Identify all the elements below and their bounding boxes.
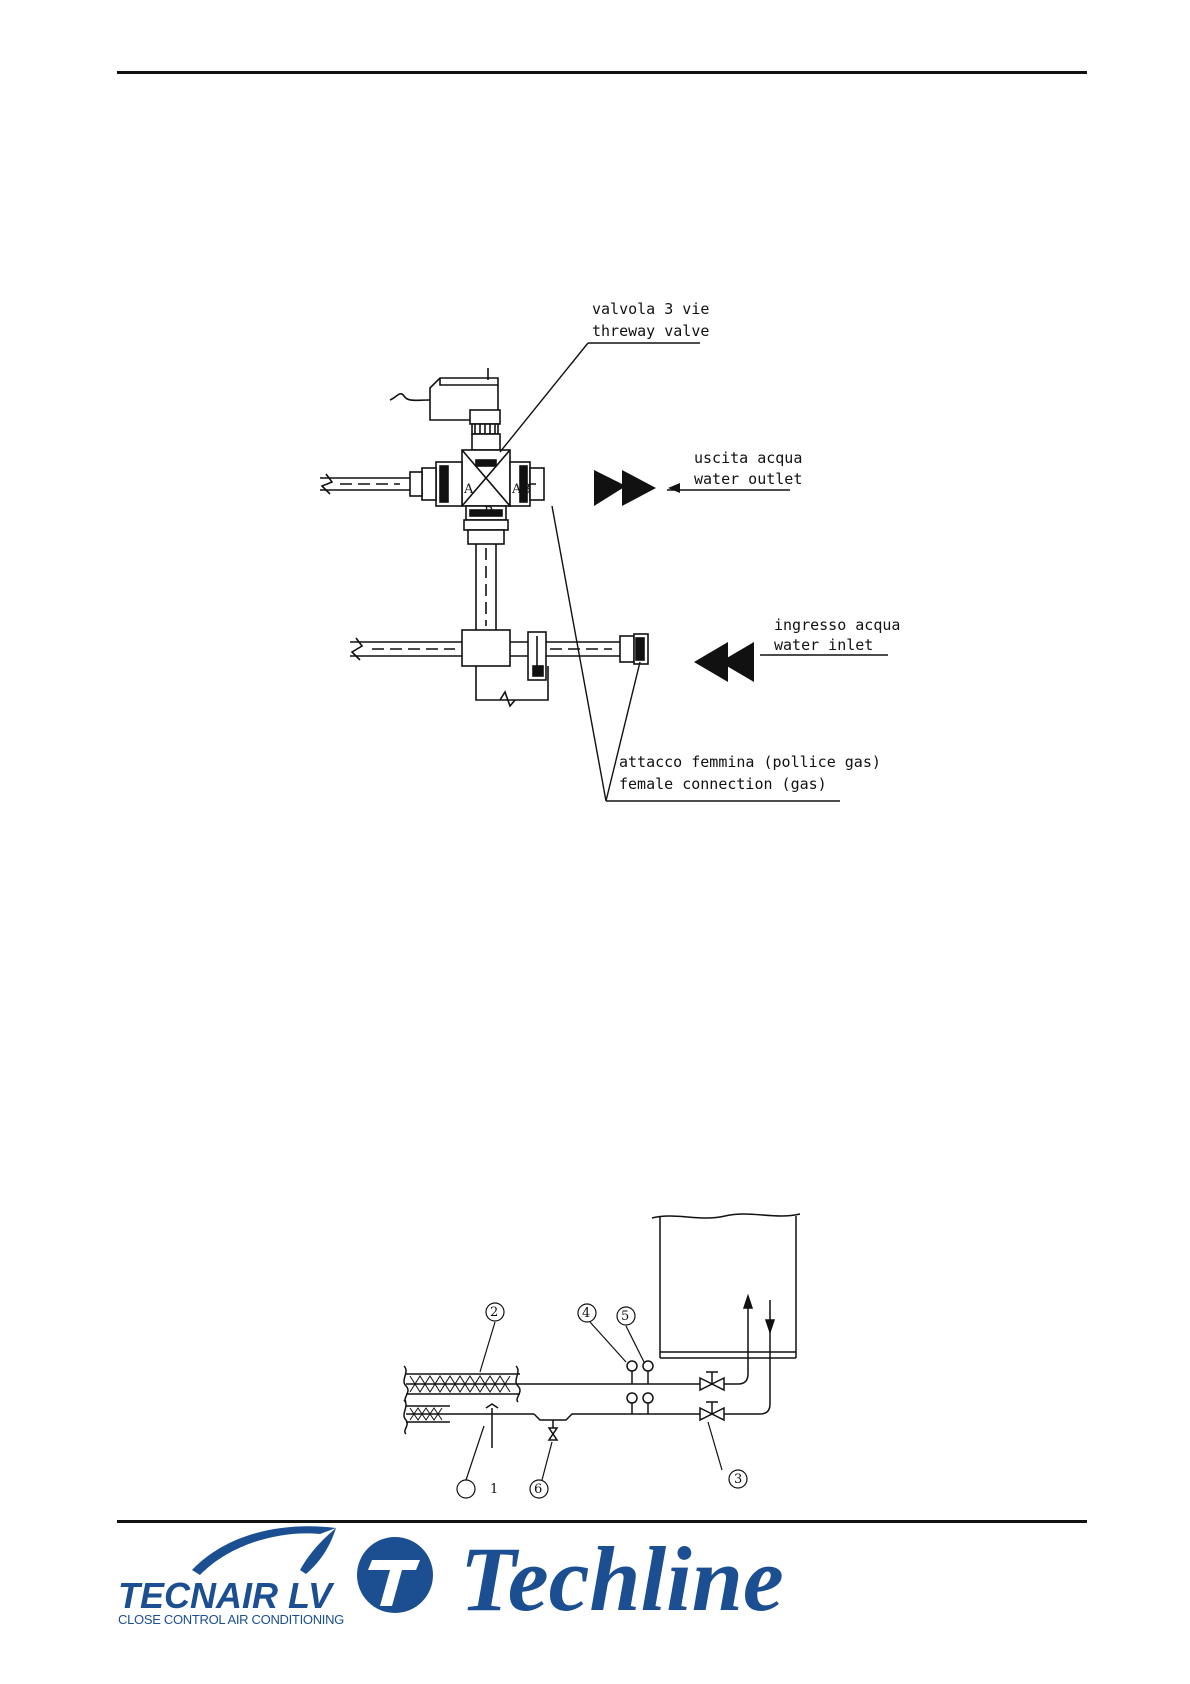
tecnair-logo: TECNAIR LV CLOSE CONTROL AIR CONDITIONIN… — [118, 1526, 344, 1627]
techline-wordmark: Techline — [460, 1528, 784, 1630]
techline-logo: Techline — [357, 1528, 784, 1630]
tecnair-wordmark: TECNAIR LV — [118, 1575, 335, 1616]
tecnair-tagline: CLOSE CONTROL AIR CONDITIONING — [118, 1612, 344, 1627]
